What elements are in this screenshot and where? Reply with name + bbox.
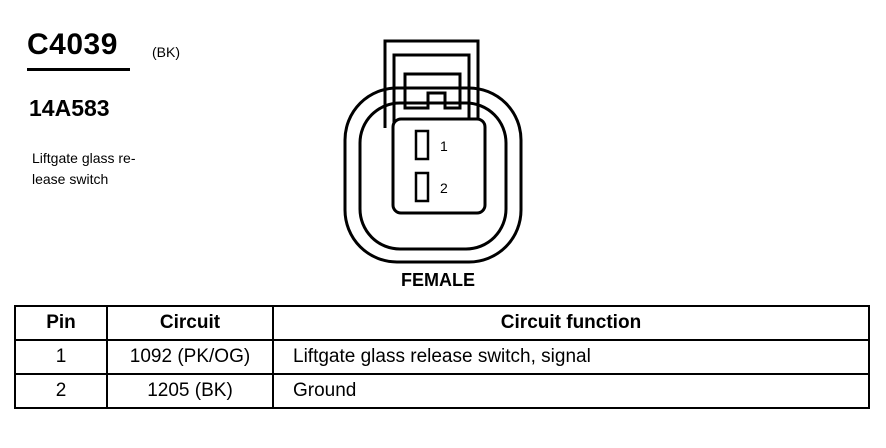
connector-gender-label: FEMALE [401, 270, 475, 290]
header-circuit: Circuit [106, 305, 274, 341]
description-line-1: Liftgate glass re- [32, 150, 136, 166]
table-row: 2 1205 (BK) Ground [14, 373, 870, 409]
header-circuit-function: Circuit function [272, 305, 870, 341]
pin-table: Pin Circuit Circuit function 1 1092 (PK/… [14, 305, 870, 409]
description-line-2: lease switch [32, 171, 109, 187]
connector-diagram: 1 2 [343, 36, 523, 266]
connector-latch-outer [383, 39, 480, 128]
cell-circuit-function: Liftgate glass release switch, signal [272, 339, 870, 375]
pin-slot-2 [414, 171, 430, 203]
pin-label-2: 2 [440, 180, 448, 196]
header-pin: Pin [14, 305, 108, 341]
terminal-cavity-block [391, 117, 487, 215]
cell-pin: 1 [14, 339, 108, 375]
connector-description: Liftgate glass re- lease switch [32, 148, 172, 190]
part-number: 14A583 [29, 95, 110, 121]
table-header-row: Pin Circuit Circuit function [14, 305, 870, 341]
connector-id-underline [27, 68, 130, 71]
connector-face-drawing: 1 2 [343, 39, 523, 264]
pin-label-1: 1 [440, 138, 448, 154]
connector-latch-tab [403, 72, 462, 110]
connector-housing-outer [343, 86, 523, 264]
pin-slot-1 [414, 129, 430, 161]
cell-circuit: 1092 (PK/OG) [106, 339, 274, 375]
cell-circuit-function: Ground [272, 373, 870, 409]
cell-circuit: 1205 (BK) [106, 373, 274, 409]
cell-pin: 2 [14, 373, 108, 409]
connector-id: C4039 [27, 28, 118, 61]
connector-latch-inner [392, 53, 471, 128]
connector-housing-inner [358, 101, 508, 251]
connector-color: (BK) [152, 44, 180, 60]
table-row: 1 1092 (PK/OG) Liftgate glass release sw… [14, 339, 870, 375]
